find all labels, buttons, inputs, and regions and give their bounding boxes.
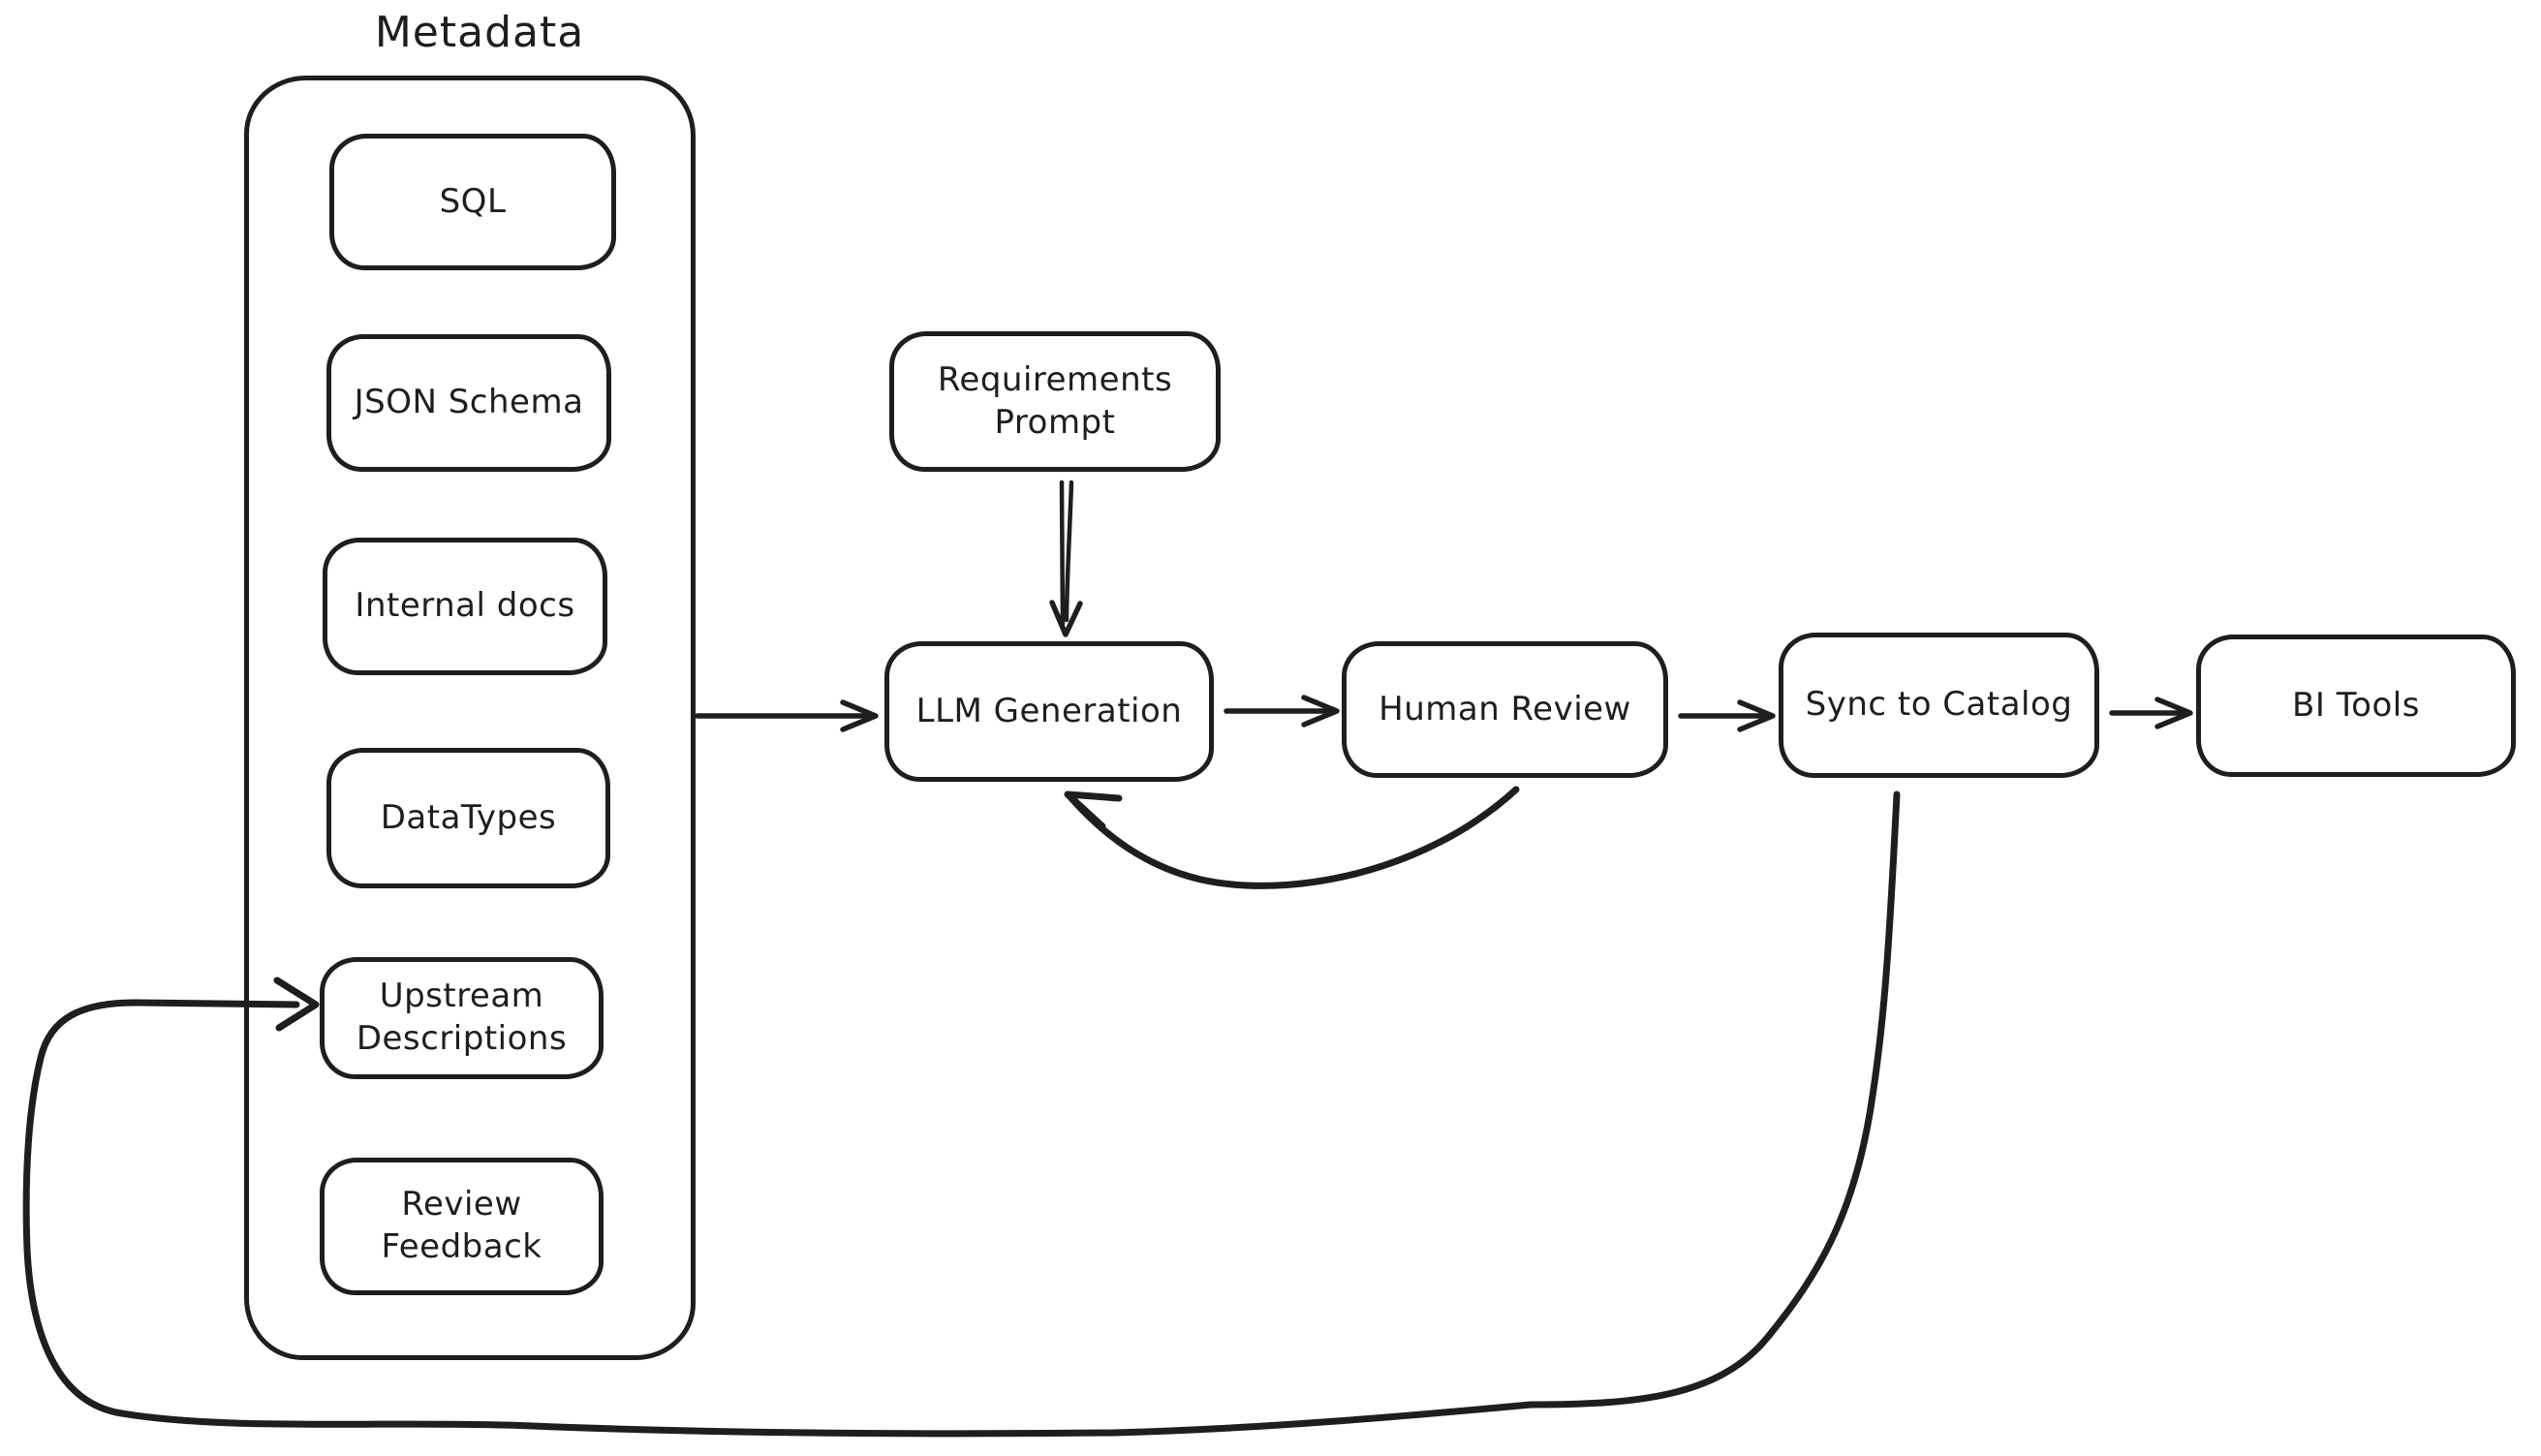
arrowhead-human-review-to-sync	[1737, 699, 1776, 732]
edge-metadata-to-llm-generation	[695, 699, 879, 732]
node-upstream-descriptions-label-line1: Upstream	[379, 976, 544, 1016]
node-internal-docs: Internal docs	[323, 538, 607, 675]
node-json-schema-label: JSON Schema	[354, 383, 584, 422]
arrowhead-metadata-to-llm	[840, 699, 879, 732]
node-internal-docs-label: Internal docs	[355, 586, 575, 626]
arrowhead-requirements-to-llm	[1049, 600, 1083, 637]
node-upstream-descriptions-label-line2: Descriptions	[356, 1019, 568, 1058]
node-llm-generation-label: LLM Generation	[915, 691, 1183, 730]
node-sync-to-catalog-label: Sync to Catalog	[1805, 685, 2073, 725]
arrowhead-llm-to-human-review	[1301, 695, 1340, 728]
node-bi-tools-label: BI Tools	[2292, 685, 2420, 725]
edge-human-review-to-llm-generation-feedback	[1064, 786, 1520, 889]
node-llm-generation: LLM Generation	[884, 641, 1214, 782]
node-requirements-prompt-label-line2: Prompt	[994, 402, 1116, 442]
node-datatypes: DataTypes	[326, 748, 610, 888]
edge-requirements-prompt-to-llm-generation	[1049, 480, 1083, 637]
arrowhead-feedback-to-llm	[1064, 790, 1123, 830]
edge-llm-generation-to-human-review	[1224, 695, 1340, 728]
node-human-review: Human Review	[1342, 641, 1668, 778]
node-datatypes-label: DataTypes	[380, 797, 557, 837]
node-json-schema: JSON Schema	[326, 334, 611, 472]
node-requirements-prompt: Requirements Prompt	[889, 331, 1221, 472]
edge-human-review-to-sync-to-catalog	[1678, 699, 1776, 732]
node-upstream-descriptions: Upstream Descriptions	[320, 957, 604, 1079]
node-sql: SQL	[329, 134, 616, 270]
node-requirements-prompt-label-line1: Requirements	[937, 359, 1173, 399]
node-review-feedback-label-line2: Feedback	[381, 1227, 542, 1266]
node-sql-label: SQL	[439, 181, 507, 221]
node-human-review-label: Human Review	[1379, 689, 1631, 728]
node-review-feedback-label-line1: Review	[401, 1185, 522, 1224]
edge-sync-to-catalog-to-bi-tools	[2109, 697, 2193, 729]
node-sync-to-catalog: Sync to Catalog	[1779, 633, 2099, 778]
arrowhead-sync-to-bi-tools	[2154, 697, 2193, 729]
node-review-feedback: Review Feedback	[320, 1158, 604, 1295]
metadata-group-label: Metadata	[374, 8, 585, 57]
node-bi-tools: BI Tools	[2196, 635, 2516, 777]
